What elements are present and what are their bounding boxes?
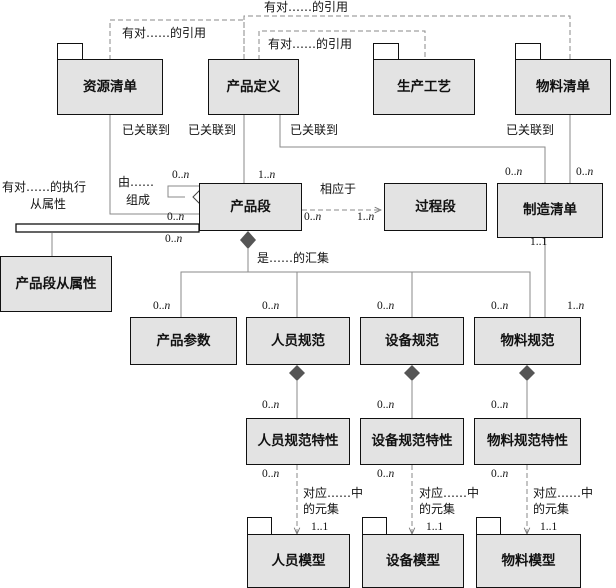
mult-eprop-top: 0..n [377, 399, 395, 411]
label-element-p1: 对应……中 [303, 486, 364, 500]
label-ref-mid: 有对……的引用 [268, 37, 353, 51]
mult-mmodel: 1..1 [540, 521, 558, 533]
composition-diamond-espec [404, 365, 420, 381]
mult-pspec: 0..n [262, 300, 280, 312]
personnel-model-box[interactable]: 人员模型 [247, 534, 350, 588]
assoc-resource-segment [109, 115, 199, 215]
mult-seg-right: 0..n [304, 211, 322, 223]
label-composed-2: 组成 [126, 193, 151, 207]
mult-eprop-bottom: 0..n [377, 468, 395, 480]
mult-seg-left-a: 0..n [167, 211, 185, 223]
production-process-box[interactable]: 生产工艺 [373, 59, 475, 115]
resource-list-tab [57, 43, 83, 60]
mult-seg-self: 0..n [172, 169, 190, 181]
material-spec-box[interactable]: 物料规范 [474, 317, 581, 365]
material-spec-property-box[interactable]: 物料规范特性 [474, 418, 581, 465]
dependency-arrows [297, 210, 527, 534]
mult-mprop-bottom: 0..n [491, 468, 509, 480]
label-collection: 是……的汇集 [257, 251, 330, 265]
execution-bar [15, 223, 200, 233]
label-associated-4: 已关联到 [506, 123, 555, 137]
mult-seg-left-b: 0..n [165, 233, 183, 245]
product-parameter-box[interactable]: 产品参数 [130, 317, 237, 365]
mult-pprop-top: 0..n [262, 399, 280, 411]
product-definition-box[interactable]: 产品定义 [208, 59, 299, 115]
production-process-tab [373, 43, 399, 60]
association-lines [51, 115, 571, 418]
label-ref-left: 有对……的引用 [122, 26, 207, 40]
manufacturing-bill-box[interactable]: 制造清单 [497, 183, 603, 238]
equipment-model-box[interactable]: 设备模型 [362, 534, 464, 588]
composition-diamond-pspec [289, 365, 305, 381]
assoc-definition-bom [279, 115, 546, 183]
equipment-spec-property-box[interactable]: 设备规范特性 [360, 418, 464, 465]
label-associated-1: 已关联到 [122, 123, 171, 137]
label-associated-2: 已关联到 [188, 123, 237, 137]
label-element-e1: 对应……中 [419, 486, 480, 500]
mult-seg-top: 1..n [258, 169, 276, 181]
label-execution-1: 有对……的执行 [2, 180, 87, 194]
material-model-box[interactable]: 物料模型 [476, 534, 581, 588]
equipment-spec-box[interactable]: 设备规范 [360, 317, 464, 365]
label-ref-top: 有对……的引用 [264, 0, 349, 14]
product-segment-box[interactable]: 产品段 [199, 183, 302, 231]
mult-bom-left: 0..n [505, 166, 523, 178]
mult-pmodel: 1..1 [311, 521, 329, 533]
mult-emodel: 1..1 [426, 521, 444, 533]
personnel-spec-box[interactable]: 人员规范 [246, 317, 350, 365]
label-element-m1: 对应……中 [533, 486, 594, 500]
label-element-m2: 的元集 [533, 502, 570, 516]
mult-pprop-bottom: 0..n [262, 468, 280, 480]
mult-proc-left: 1..n [357, 211, 375, 223]
mult-bom-bottom: 1..1 [530, 236, 548, 248]
collection-bar [180, 271, 531, 317]
label-associated-3: 已关联到 [290, 123, 339, 137]
material-list-tab [515, 43, 541, 60]
reference-lines [109, 15, 571, 60]
material-list-box[interactable]: 物料清单 [515, 59, 611, 115]
ref-line-process [258, 30, 426, 60]
material-model-tab [476, 517, 501, 534]
resource-list-box[interactable]: 资源清单 [57, 59, 163, 115]
label-element-p2: 的元集 [303, 502, 340, 516]
equipment-model-tab [362, 517, 387, 534]
personnel-spec-property-box[interactable]: 人员规范特性 [246, 418, 350, 465]
label-element-e2: 的元集 [419, 502, 456, 516]
product-segment-attribute-box[interactable]: 产品段从属性 [0, 256, 112, 312]
personnel-model-tab [247, 517, 272, 534]
composition-diamond-mspec [519, 365, 535, 381]
self-aggregation-line [167, 185, 199, 198]
mult-bom-right: 0..n [576, 166, 594, 178]
mult-param: 0..n [153, 300, 171, 312]
label-execution-2: 从属性 [30, 197, 67, 211]
mult-mprop-top: 0..n [491, 399, 509, 411]
label-corresponds: 相应于 [320, 182, 357, 196]
composition-diamond-segment [240, 231, 256, 249]
label-composed-1: 由…… [118, 175, 155, 189]
mult-mspec: 0..n [491, 300, 509, 312]
mult-espec: 0..n [377, 300, 395, 312]
mult-mspec-right: 1..n [567, 300, 585, 312]
process-segment-box[interactable]: 过程段 [384, 183, 487, 231]
ref-line-material [243, 15, 571, 60]
